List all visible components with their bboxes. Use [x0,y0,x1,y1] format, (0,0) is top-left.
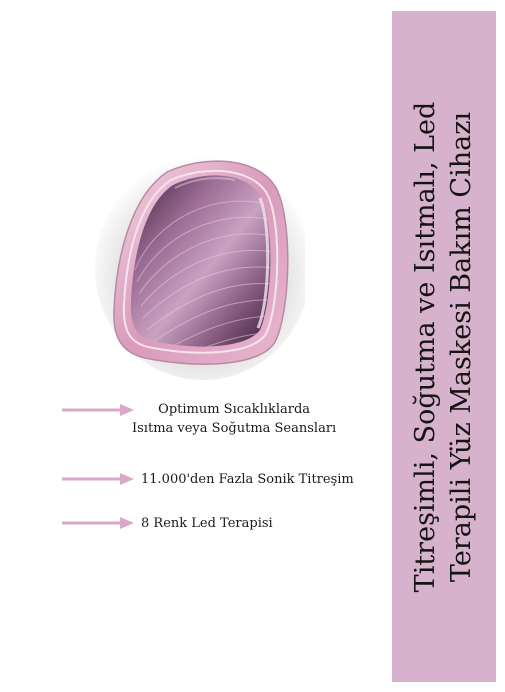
facial-device-image [95,150,311,380]
feature-text: 11.000'den Fazla Sonik Titreşim [141,472,354,487]
arrow-right-icon [62,473,134,485]
side-title-panel: Titreşimli, Soğutma ve Isıtmalı, Led Ter… [392,11,496,682]
feature-text: 8 Renk Led Terapisi [141,516,273,531]
arrow-right-icon [62,404,134,416]
feature-line: Optimum Sıcaklıklarda [158,402,311,417]
feature-text: Optimum Sıcaklıklarda Isıtma veya Soğutm… [132,400,336,438]
side-title-line: Terapili Yüz Maskesi Bakım Cihazı [446,111,477,582]
arrow-right-icon [62,517,134,529]
feature-line: Isıtma veya Soğutma Seansları [132,421,337,436]
side-title-line: Titreşimli, Soğutma ve Isıtmalı, Led [410,101,441,592]
facial-device-icon [95,156,311,380]
side-title: Titreşimli, Soğutma ve Isıtmalı, Led Ter… [408,27,480,667]
